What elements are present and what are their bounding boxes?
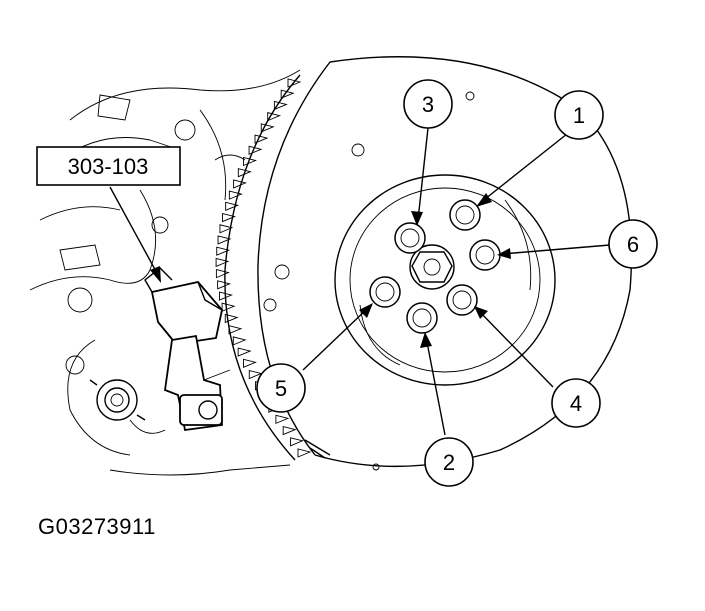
callout-1-label: 1	[573, 103, 585, 128]
ring-gear-tooth	[228, 190, 243, 200]
tool-label-box: 303-103	[36, 146, 181, 186]
ring-gear-tooth	[282, 425, 297, 436]
callout-2-label: 2	[443, 450, 455, 475]
flywheel-bolts	[369, 199, 501, 334]
callout-4-label: 4	[570, 391, 582, 416]
ring-gear-tooth	[216, 246, 231, 256]
ring-gear-tooth	[243, 156, 257, 167]
ring-gear-tooth	[248, 145, 263, 155]
callout-4: 4	[551, 378, 601, 428]
ring-gear-tooth	[280, 89, 295, 99]
ring-gear-tooth	[237, 168, 252, 178]
ring-gear-tooth	[237, 347, 252, 357]
ring-gear-tooth	[224, 313, 239, 324]
holding-tool	[144, 267, 231, 432]
ring-gear-tooth	[260, 123, 275, 133]
ring-gear-tooth	[217, 280, 232, 290]
ring-gear-tooth	[232, 336, 247, 346]
tool-leader-line	[109, 186, 159, 276]
figure-reference-id: G03273911	[38, 514, 156, 539]
ring-gear-tooth	[219, 291, 233, 301]
ring-gear-tooth	[254, 134, 269, 144]
bolt-1	[449, 199, 481, 231]
callout-6: 6	[608, 219, 658, 269]
bolt-5	[369, 276, 401, 308]
flywheel-hub	[334, 174, 556, 386]
bolt-3	[394, 222, 426, 254]
bolt-6	[469, 239, 501, 271]
ring-gear-tooth	[297, 448, 312, 458]
callout-1: 1	[554, 90, 604, 140]
ring-gear-tooth	[222, 212, 236, 223]
ring-gear-tooth	[273, 100, 288, 111]
callout-2: 2	[424, 437, 474, 487]
ring-gear-tooth	[217, 235, 232, 245]
bolt-boss	[89, 379, 146, 421]
ring-gear-tooth	[243, 358, 257, 368]
callout-5-label: 5	[275, 376, 287, 401]
bolt-2	[406, 302, 438, 334]
ring-gear-tooth	[215, 269, 230, 279]
callout-5: 5	[256, 363, 306, 413]
ring-gear-tooth	[219, 224, 234, 234]
ring-gear-teeth	[215, 78, 312, 458]
callout-6-label: 6	[627, 232, 639, 257]
callout-3: 3	[403, 79, 453, 129]
tool-leader-arrow	[150, 266, 161, 283]
tool-label: 303-103	[68, 154, 149, 179]
ring-gear-tooth	[221, 302, 236, 312]
ring-gear-tooth	[248, 369, 263, 380]
ring-gear-tooth	[225, 201, 240, 212]
ring-gear-tooth	[267, 112, 282, 122]
ring-gear-tooth	[215, 257, 230, 268]
ring-gear-tooth	[275, 414, 290, 425]
ring-gear-tooth	[287, 78, 302, 88]
callout-3-label: 3	[422, 92, 434, 117]
ring-gear-tooth	[290, 437, 304, 447]
callout-leaders	[302, 127, 611, 436]
ring-gear-tooth	[228, 325, 243, 335]
ring-gear-tooth	[233, 179, 248, 189]
bolt-4	[446, 284, 478, 316]
